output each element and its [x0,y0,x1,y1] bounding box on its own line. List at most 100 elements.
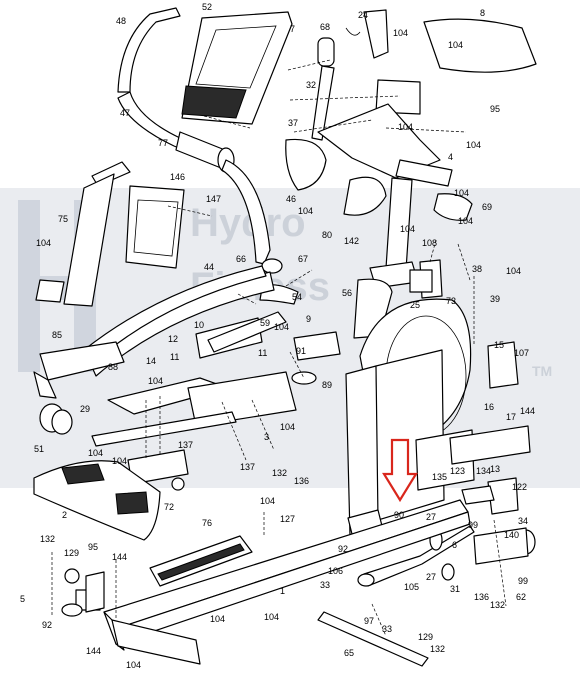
part-callout: 8 [480,8,485,18]
part-callout: 104 [126,660,141,670]
assembly-guide-lines [51,59,507,637]
part-callout: 144 [520,406,535,416]
part-callout: 95 [88,542,98,552]
part-callout: 72 [164,502,174,512]
part-callout: 104 [210,614,225,624]
part-callout: 3 [264,432,269,442]
part-callout: 137 [240,462,255,472]
part-callout: 38 [472,264,482,274]
part-callout: 129 [64,548,79,558]
part-callout: 7 [290,24,295,34]
part-callout: 136 [474,592,489,602]
part-callout: 146 [170,172,185,182]
pedal-arm-assembly [33,265,341,491]
part-callout: 132 [40,534,55,544]
part-callout: 44 [204,262,214,272]
console-assembly [117,7,293,274]
part-callout: 144 [112,552,127,562]
part-callout: 25 [410,300,420,310]
part-callout: 132 [272,468,287,478]
part-callout: 68 [320,22,330,32]
part-callout: 12 [168,334,178,344]
part-callout: 48 [116,16,126,26]
part-callout: 108 [422,238,437,248]
part-callout: 107 [514,348,529,358]
part-callout: 77 [158,138,168,148]
part-callout: 142 [344,236,359,246]
part-callout: 37 [288,118,298,128]
part-callout: 14 [146,356,156,366]
part-callout: 92 [338,544,348,554]
part-callout: 6 [452,540,457,550]
part-callout: 32 [306,80,316,90]
part-callout: 62 [516,592,526,602]
part-callout: 132 [490,600,505,610]
part-callout: 99 [518,576,528,586]
part-callout: 54 [292,292,302,302]
part-callout: 85 [52,330,62,340]
part-callout: 104 [448,40,463,50]
part-callout: 104 [36,238,51,248]
part-callout: 140 [504,530,519,540]
part-callout: 104 [506,266,521,276]
part-callout: 31 [450,584,460,594]
part-callout: 104 [148,376,163,386]
base-frame [61,499,471,667]
part-callout: 106 [328,566,343,576]
part-callout: 92 [42,620,52,630]
part-callout: 11 [258,348,267,358]
part-callout: 15 [494,340,504,350]
part-callout: 127 [280,514,295,524]
part-callout: 67 [298,254,308,264]
part-callout: 24 [358,10,368,20]
part-callout: 104 [88,448,103,458]
part-callout: 104 [454,188,469,198]
part-callout: 104 [298,206,313,216]
part-callout: 33 [320,580,330,590]
part-callout: 134 [476,466,491,476]
part-callout: 51 [34,444,44,454]
part-callout: 1 [280,586,285,596]
part-callout: 73 [446,296,456,306]
part-callout: 65 [344,648,354,658]
part-callout: 47 [120,108,130,118]
part-callout: 4 [448,152,453,162]
part-callout: 80 [322,230,332,240]
part-callout: 104 [112,456,127,466]
part-callout: 147 [206,194,221,204]
part-callout: 56 [342,288,352,298]
part-callout: 104 [393,28,408,38]
part-callout: 99 [468,520,478,530]
part-callout: 104 [260,496,275,506]
highlight-arrow [382,438,418,503]
part-callout: 132 [430,644,445,654]
part-callout: 104 [400,224,415,234]
part-callout: 33 [382,624,392,634]
part-callout: 27 [426,572,436,582]
part-callout: 90 [394,510,404,520]
part-callout: 104 [458,216,473,226]
part-callout: 136 [294,476,309,486]
part-callout: 104 [264,612,279,622]
part-callout: 2 [62,510,67,520]
part-callout: 144 [86,646,101,656]
part-callout: 39 [490,294,500,304]
part-callout: 105 [404,582,419,592]
part-callout: 5 [20,594,25,604]
part-callout: 123 [450,466,465,476]
part-callout: 34 [518,516,528,526]
part-callout: 13 [490,464,500,474]
part-callout: 9 [306,314,311,324]
part-callout: 16 [484,402,494,412]
part-callout: 69 [482,202,492,212]
part-callout: 104 [274,322,289,332]
part-callout: 11 [170,352,179,362]
flywheel-frame [345,298,536,587]
part-callout: 46 [286,194,296,204]
part-callout: 59 [260,318,270,328]
part-callout: 89 [322,380,332,390]
part-callout: 66 [236,254,246,264]
watermark-tm: TM [532,363,552,379]
